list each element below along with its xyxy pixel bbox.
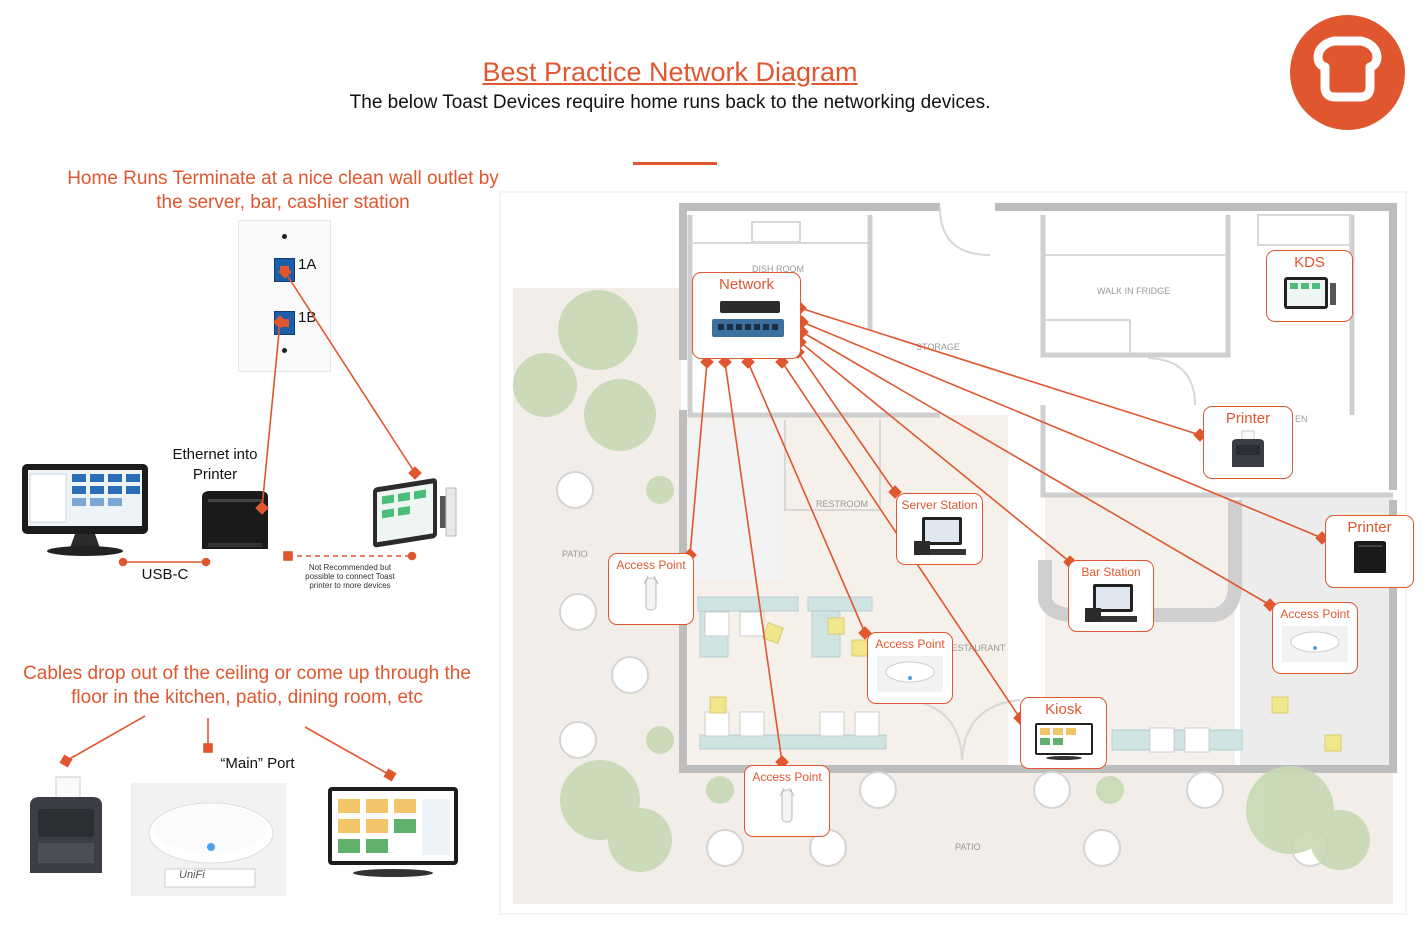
page-title: Best Practice Network Diagram [482,57,858,87]
room-label-dish: DISH ROOM [752,264,804,274]
home-runs-note: Home Runs Terminate at a nice clean wall… [67,168,499,213]
ap-bottom-card[interactable]: Access Point [744,765,830,837]
toast-logo-icon [1290,15,1405,130]
receipt-printer-icon [26,775,106,877]
bar-station-label: Bar Station [1081,565,1141,579]
server-station-card[interactable]: Server Station [896,493,983,565]
kds-tablet-icon [1283,277,1336,309]
network-card[interactable]: Network [692,272,801,359]
room-label-restaurant: RESTAURANT [945,643,1006,653]
printer-right-label: Printer [1347,519,1392,536]
not-recommended-note: Not Recommended but possible to connect … [305,563,395,590]
kiosk-card[interactable]: Kiosk [1020,697,1107,769]
access-point-photo: UniFi [131,783,286,896]
usb-c-label: USB-C [141,566,189,583]
printer-kitchen-card[interactable]: Printer [1203,406,1293,479]
ap-right-card[interactable]: Access Point [1272,602,1358,674]
access-point-icon [877,656,943,692]
access-point-icon [779,787,795,823]
pos-terminal-icon [20,462,150,557]
page-subtitle: The below Toast Devices require home run… [349,92,991,113]
receipt-printer-icon [1232,430,1264,467]
screw-icon [282,348,287,353]
kiosk-label: Kiosk [1045,701,1082,718]
pos-terminal-icon [913,517,966,555]
network-label: Network [718,276,774,293]
ap-center-card[interactable]: Access Point [867,632,953,704]
server-station-label: Server Station [901,498,978,512]
unifi-logo: UniFi [179,869,205,881]
room-label-walkin: WALK IN FRIDGE [1097,286,1170,296]
room-label-patio-left: PATIO [562,549,588,559]
wall-plate [238,220,331,372]
left-connectors [59,265,422,782]
room-label-restroom: RESTROOM [816,499,868,509]
kds-label: KDS [1294,254,1325,271]
main-port-label: “Main” Port [220,755,295,772]
kds-tablet-icon [372,478,458,550]
kiosk-icon [1034,723,1093,760]
ap-center-label: Access Point [875,637,945,651]
pos-terminal-icon [1085,584,1137,622]
ethernet-into-printer-label: Ethernet into Printer [172,446,258,483]
printer-kitchen-label: Printer [1225,410,1271,427]
room-label-storage: STORAGE [916,342,960,352]
ap-bottom-label: Access Point [752,770,822,784]
ap-left-card[interactable]: Access Point [608,553,694,625]
receipt-printer-icon [1353,541,1386,573]
title-divider [633,162,717,165]
printer-right-card[interactable]: Printer [1325,515,1414,588]
room-label-kitchen: EN [1295,414,1308,424]
kiosk-icon [318,785,468,877]
port-1a-label: 1A [298,256,317,273]
room-label-patio-bottom: PATIO [955,842,981,852]
access-point-icon [1282,626,1348,662]
network-switch-icon [711,301,784,337]
ap-left-label: Access Point [616,558,686,572]
ap-right-label: Access Point [1280,607,1350,621]
bar-station-card[interactable]: Bar Station [1068,560,1154,632]
screw-icon [282,234,287,239]
cables-drop-note: Cables drop out of the ceiling or come u… [23,663,471,708]
access-point-icon [643,575,659,611]
kds-card[interactable]: KDS [1266,250,1353,322]
receipt-printer-icon [196,489,274,554]
